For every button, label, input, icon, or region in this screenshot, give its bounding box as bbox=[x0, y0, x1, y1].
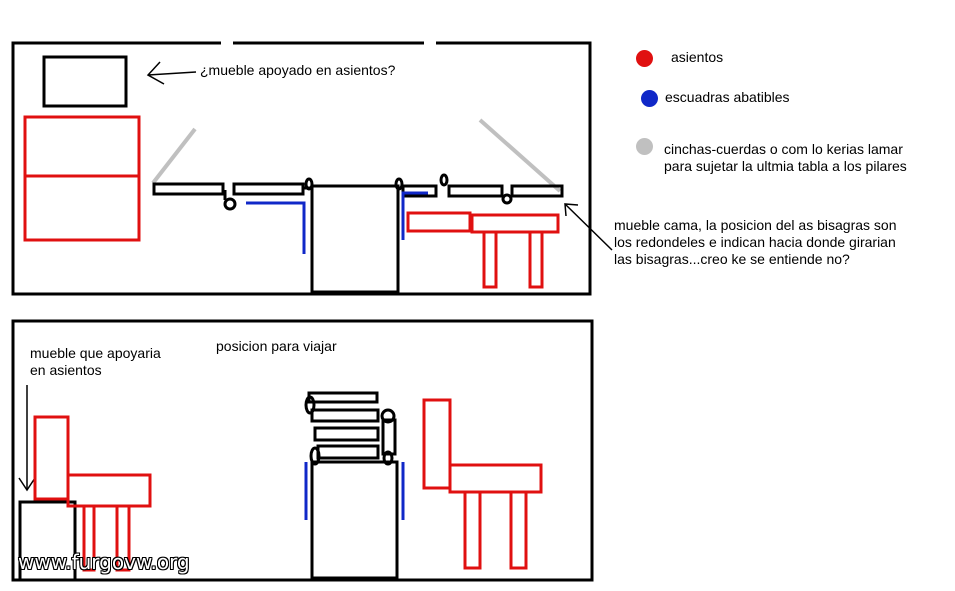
upper-cabinet bbox=[42, 55, 128, 108]
legend-label-seats: asientos bbox=[671, 49, 724, 65]
blue-brackets-top bbox=[246, 191, 428, 254]
arrow-bed-icon bbox=[564, 203, 613, 251]
hinge-icons-bottom bbox=[304, 395, 396, 466]
red-dot-icon bbox=[636, 50, 653, 67]
annotation-top-cabinet: ¿mueble apoyado en asientos? bbox=[200, 62, 396, 78]
annotation-bottom-cabinet: mueble que apoyaria en asientos bbox=[30, 345, 161, 378]
central-cabinet-top bbox=[310, 184, 400, 294]
seat-top-left-upper bbox=[23, 115, 141, 178]
seat-bottom-right-leg2 bbox=[509, 490, 528, 570]
hinge-icons bbox=[223, 173, 513, 211]
legend-label-brackets: escuadras abatibles bbox=[665, 89, 790, 105]
central-cabinet-bottom bbox=[310, 460, 399, 580]
seat-top-left-lower bbox=[23, 174, 141, 242]
watermark-text: www.furgovw.org bbox=[18, 550, 190, 574]
bottom-panel-title: posicion para viajar bbox=[216, 338, 337, 354]
seat-top-right-leg2 bbox=[528, 230, 544, 289]
seat-bottom-right-base bbox=[448, 463, 543, 494]
blue-dot-icon bbox=[641, 90, 658, 107]
seat-bottom-left-leg1 bbox=[82, 504, 96, 572]
gray-dot-icon bbox=[636, 138, 653, 155]
seat-bottom-left-base bbox=[66, 473, 152, 508]
folded-boards bbox=[307, 391, 397, 460]
strap-right bbox=[478, 118, 562, 193]
top-panel-frame bbox=[11, 41, 592, 296]
arrow-cabinet-icon bbox=[146, 61, 197, 85]
seat-bottom-left-leg2 bbox=[115, 504, 131, 572]
annotation-bed: mueble cama, la posicion del as bisagras… bbox=[614, 217, 897, 267]
seat-top-right-small bbox=[406, 211, 472, 233]
arrow-down-icon bbox=[18, 385, 36, 492]
seat-bottom-right-leg1 bbox=[463, 490, 482, 570]
seat-bottom-right-back bbox=[422, 398, 452, 490]
strap-left bbox=[151, 127, 197, 185]
blue-brackets-bottom bbox=[304, 462, 405, 520]
seat-top-right-top bbox=[470, 213, 560, 234]
legend-label-straps: cinchas-cuerdas o com lo kerias lamar pa… bbox=[664, 141, 907, 174]
bottom-panel-frame bbox=[11, 319, 594, 582]
lower-cabinet-left bbox=[18, 500, 77, 582]
seat-bottom-left-back bbox=[33, 415, 70, 501]
seat-top-right-leg1 bbox=[482, 230, 498, 289]
